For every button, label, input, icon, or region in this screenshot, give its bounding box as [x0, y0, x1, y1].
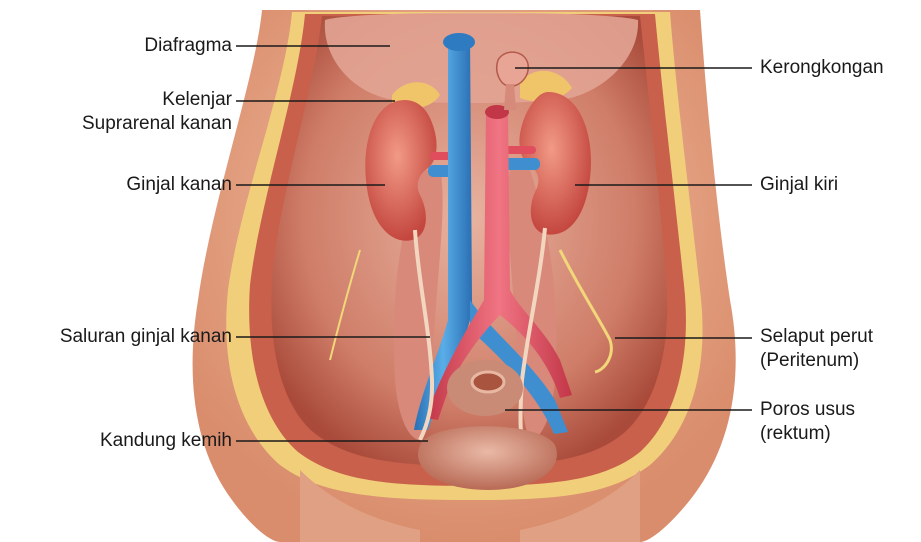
- label-diafragma: Diafragma: [144, 35, 232, 57]
- label-selaput-perut-line1: Selaput perut: [760, 326, 873, 348]
- bladder: [418, 426, 557, 490]
- label-selaput-perut-line2: (Peritenum): [760, 350, 859, 372]
- label-poros-usus-line1: Poros usus: [760, 399, 855, 421]
- diaphragm: [325, 13, 638, 104]
- label-ginjal-kiri: Ginjal kiri: [760, 174, 838, 196]
- label-ginjal-kanan: Ginjal kanan: [126, 174, 232, 196]
- esophagus-tube: [504, 84, 516, 110]
- label-poros-usus-line2: (rektum): [760, 423, 831, 445]
- label-saluran-ginjal-kanan: Saluran ginjal kanan: [60, 326, 232, 348]
- label-kandung-kemih: Kandung kemih: [100, 430, 232, 452]
- label-kelenjar-line2: Suprarenal kanan: [82, 113, 232, 135]
- vena-cava-top: [443, 33, 475, 51]
- label-kelenjar-line1: Kelenjar: [162, 89, 232, 111]
- rectum-lumen: [472, 372, 504, 392]
- label-kerongkongan: Kerongkongan: [760, 57, 884, 79]
